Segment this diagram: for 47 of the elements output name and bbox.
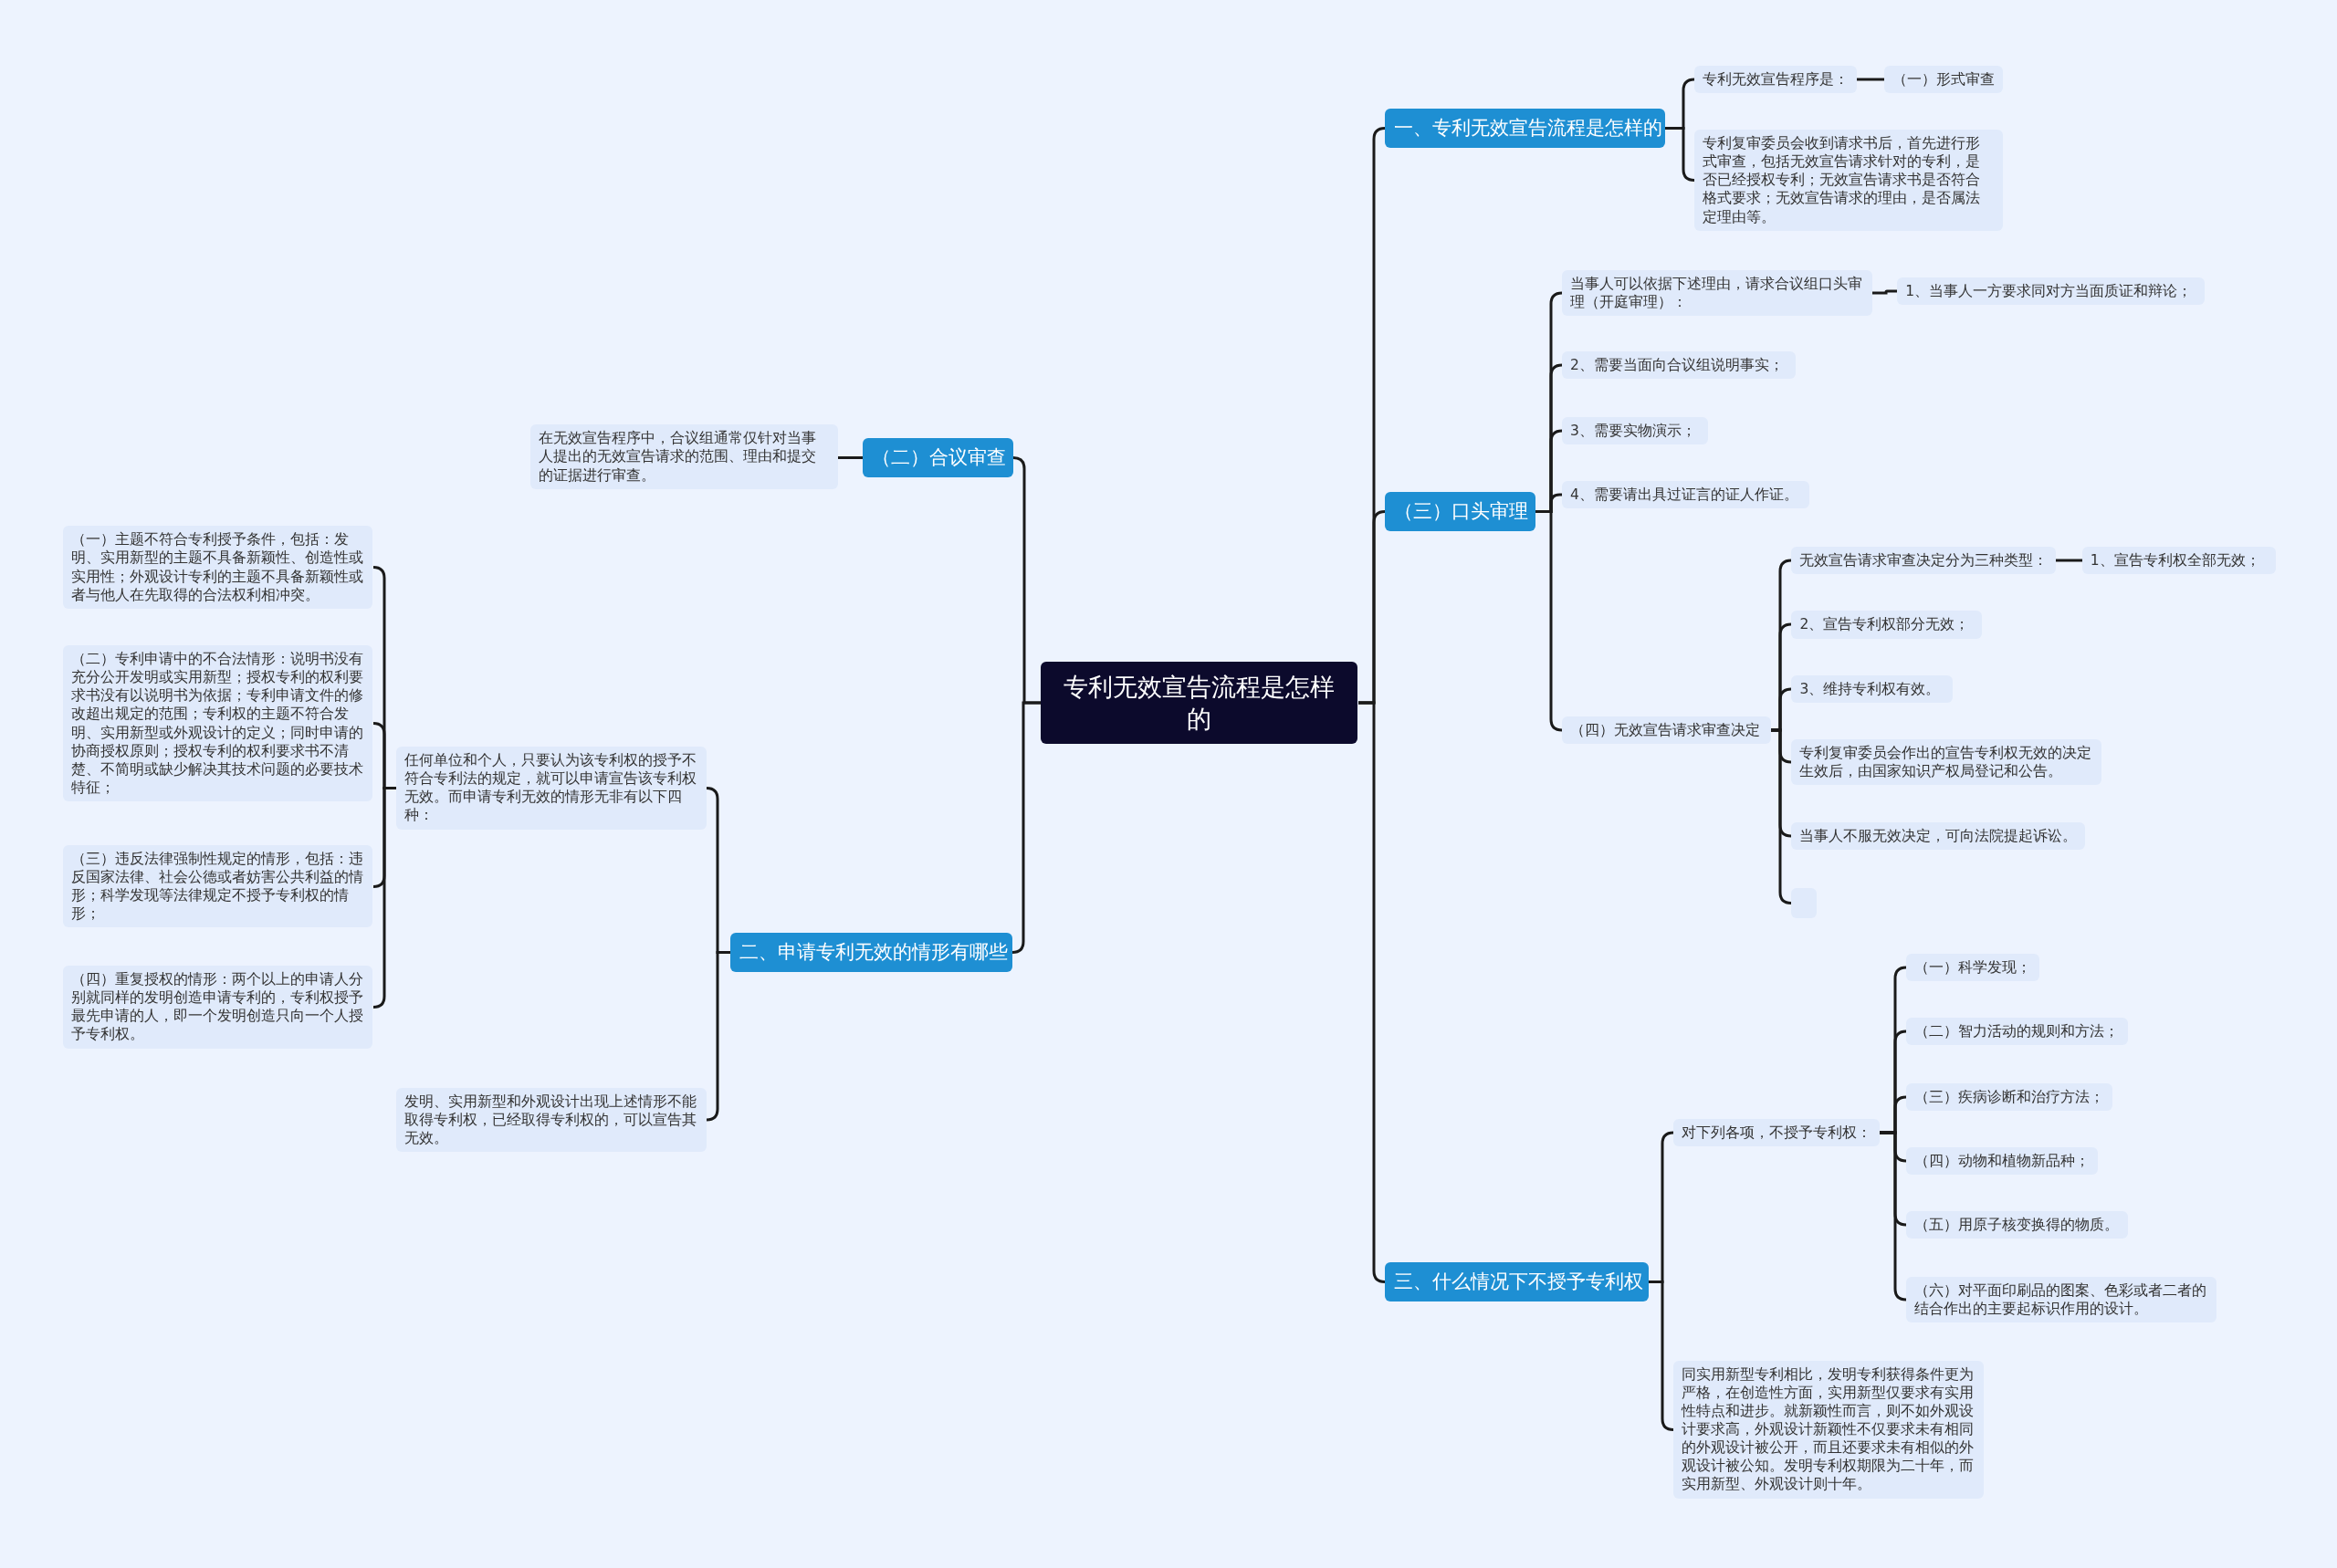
topic-box: 4、需要请出具过证言的证人作证。 bbox=[1562, 481, 1810, 509]
branch-topic: （三）口头审理 bbox=[1384, 491, 1535, 532]
topic-box: 1、宣告专利权全部无效； bbox=[2081, 547, 2277, 575]
topic-box: 同实用新型专利相比，发明专利获得条件更为严格，在创造性方面，实用新型仅要求有实用性特点和进步。就新颖性而言，则不如外观设计要求高，外观设计新颖性不仅要求未有相同的外观设计被公开，而且还要求未有相似的外观设计被公知。发明专利权期限为二十年，而实用新型、外观设计则十年。 bbox=[1673, 1360, 1985, 1499]
connector-line bbox=[372, 787, 396, 1009]
branch-topic: 三、什么情况下不授予专利权 bbox=[1384, 1261, 1649, 1302]
topic-box: 专利无效宣告程序是： bbox=[1694, 65, 1858, 93]
connector-line bbox=[1872, 289, 1897, 295]
topic-box: 发明、实用新型和外观设计出现上述情形不能取得专利权，已经取得专利权的，可以宣告其无效。 bbox=[396, 1087, 707, 1153]
topic-box: （二）智力活动的规则和方法； bbox=[1906, 1018, 2129, 1046]
connector-line bbox=[1535, 510, 1564, 732]
topic-box: 无效宣告请求审查决定分为三种类型： bbox=[1791, 547, 2057, 575]
topic-box: （六）对平面印刷品的图案、色彩或者二者的结合作出的主要起标识作用的设计。 bbox=[1906, 1277, 2216, 1323]
connector-line bbox=[1665, 127, 1696, 182]
topic-box: （一）主题不符合专利授予条件，包括：发明、实用新型的主题不具备新颖性、创造性或实用性；外观设计专利的主题不具备新颖性或者与他人在先取得的合法权利相冲突。 bbox=[62, 526, 373, 609]
topic-box: 1、当事人一方要求同对方当面质证和辩论； bbox=[1897, 277, 2205, 305]
branch-topic: 二、申请专利无效的情形有哪些 bbox=[730, 933, 1012, 973]
topic-box: 3、需要实物演示； bbox=[1562, 417, 1708, 445]
topic-box: 对下列各项，不授予专利权： bbox=[1673, 1119, 1881, 1147]
topic-box: （三）违反法律强制性规定的情形，包括：违反国家法律、社会公德或者妨害公共利益的情形；科学发现等法律规定不授予专利权的情形； bbox=[62, 844, 373, 928]
branch-topic: （二）合议审查 bbox=[863, 438, 1014, 478]
connector-line bbox=[1011, 701, 1041, 954]
topic-box: （四）无效宣告请求审查决定 bbox=[1562, 716, 1771, 745]
topic-box: 专利复审委员会作出的宣告专利权无效的决定生效后，由国家知识产权局登记和公告。 bbox=[1791, 738, 2101, 786]
topic-box: （一）科学发现； bbox=[1906, 953, 2040, 982]
topic-box: 3、维持专利权有效。 bbox=[1791, 674, 1953, 703]
topic-box: （一）形式审查 bbox=[1883, 65, 2004, 93]
topic-box: 2、需要当面向合议组说明事实； bbox=[1562, 351, 1797, 380]
topic-box: （二）专利申请中的不合法情形：说明书没有充分公开发明或实用新型；授权专利的权利要求书没有以说明书为依据；专利申请文件的修改超出规定的范围；专利权的主题不符合发明、实用新型或外观设计的定义；同时申请的协商授权原则；授权专利的权利要求书不清楚、不简明或缺少解决其技术问题的必要技术特征； bbox=[62, 644, 373, 802]
connector-line bbox=[1649, 1281, 1675, 1431]
central-topic: 专利无效宣告流程是怎样的 bbox=[1040, 661, 1358, 745]
topic-box: （五）用原子核变换得的物质。 bbox=[1906, 1211, 2129, 1239]
empty-box bbox=[1791, 888, 1818, 918]
topic-box: 专利复审委员会收到请求书后，首先进行形式审查，包括无效宣告请求针对的专利，是否已经授权专利；无效宣告请求书是否符合格式要求；无效宣告请求的理由，是否属法定理由等。 bbox=[1694, 130, 2004, 231]
connector-line bbox=[1771, 728, 1793, 904]
topic-box: 在无效宣告程序中，合议组通常仅针对当事人提出的无效宣告请求的范围、理由和提交的证据进行审查。 bbox=[530, 424, 838, 489]
topic-box: 任何单位和个人，只要认为该专利权的授予不符合专利法的规定，就可以申请宣告该专利权无效。而申请专利无效的情形无非有以下四种： bbox=[396, 746, 707, 830]
connector-line bbox=[1857, 78, 1884, 81]
topic-box: 当事人可以依据下述理由，请求合议组口头审理（开庭审理）： bbox=[1562, 269, 1872, 316]
connector-line bbox=[837, 456, 863, 459]
connector-line bbox=[2056, 559, 2082, 562]
topic-box: 当事人不服无效决定，可向法院提起诉讼。 bbox=[1791, 822, 2086, 851]
topic-box: （三）疾病诊断和治疗方法； bbox=[1906, 1082, 2113, 1112]
branch-topic: 一、专利无效宣告流程是怎样的 bbox=[1384, 109, 1665, 149]
topic-box: （四）重复授权的情形：两个以上的申请人分别就同样的发明创造申请专利的，专利权授予最先申请的人，即一个发明创造只向一个人授予专利权。 bbox=[62, 965, 373, 1049]
topic-box: （四）动物和植物新品种； bbox=[1906, 1147, 2099, 1176]
topic-box: 2、宣告专利权部分无效； bbox=[1791, 611, 1983, 639]
